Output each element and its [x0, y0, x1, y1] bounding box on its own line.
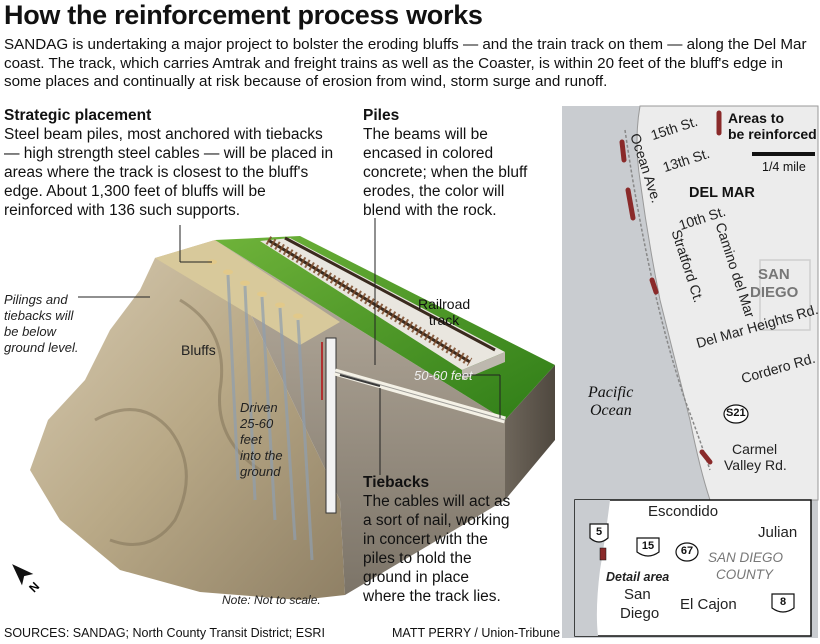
soil-side — [505, 365, 555, 500]
street-carmel: Carmel — [732, 441, 778, 457]
tiebacks-line: a sort of nail, working — [363, 512, 510, 529]
place-del-mar: DEL MAR — [689, 185, 755, 201]
inset-diego: Diego — [620, 605, 660, 622]
buried-piles — [226, 274, 314, 561]
inset-escondido: Escondido — [648, 503, 719, 520]
main-pile — [325, 337, 337, 514]
page-title: How the reinforcement process works — [4, 0, 483, 30]
place-ocean: Ocean — [590, 402, 632, 419]
tiebacks-line: where the track lies. — [363, 588, 501, 605]
inset-san: San — [624, 586, 651, 603]
piles-heading: Piles — [363, 107, 400, 124]
inset-detail-area: Detail area — [606, 570, 670, 584]
map-scale: 1/4 mile — [762, 160, 806, 174]
place-pacific: Pacific — [588, 384, 634, 401]
bluff-face — [30, 240, 345, 600]
piles-line: blend with the rock. — [363, 202, 497, 219]
svg-text:N: N — [26, 579, 42, 595]
inset-julian: Julian — [758, 524, 798, 541]
route-67: 67 — [680, 545, 694, 557]
strategic-line: — high strength steel cables — will be p… — [4, 145, 334, 162]
inset-san-diego: SAN DIEGO — [708, 550, 784, 565]
strategic-line: reinforced with 136 such supports. — [4, 202, 241, 219]
piles-line: erodes, the color will — [363, 183, 505, 200]
piles-line: encased in colored — [363, 145, 494, 162]
street-valley-rd: Valley Rd. — [724, 457, 787, 473]
piles-line: concrete; when the bluff — [363, 164, 528, 181]
place-san: SAN — [758, 266, 790, 283]
tiebacks-line: piles to hold the — [363, 550, 472, 567]
tiebacks-line: in concert with the — [363, 531, 488, 548]
route-s21: S21 — [726, 407, 746, 419]
tiebacks-line: ground in place — [363, 569, 469, 586]
railroad-track-label: Railroad track — [418, 296, 471, 328]
route-15: 15 — [641, 540, 655, 552]
strategic-line: areas where the track is closest to the … — [4, 164, 309, 181]
strategic-line: Steel beam piles, most anchored with tie… — [4, 126, 323, 143]
place-diego: DIEGO — [750, 284, 799, 301]
length-label: 50-60 feet — [414, 368, 473, 383]
strategic-heading: Strategic placement — [4, 107, 152, 124]
rail-right — [284, 236, 496, 352]
tiebacks-line: The cables will act as — [363, 493, 511, 510]
intro-paragraph: SANDAG is undertaking a major project to… — [4, 36, 807, 90]
route-8: 8 — [779, 596, 787, 608]
bluff-top — [155, 240, 340, 345]
inset-el-cajon: El Cajon — [680, 596, 737, 613]
inset-county: COUNTY — [716, 567, 773, 582]
sources: SOURCES: SANDAG; North County Transit Di… — [4, 626, 325, 640]
north-arrow-icon: N — [12, 564, 42, 595]
pilings-label: Pilings and tiebacks will be below groun… — [4, 292, 79, 355]
pile-caps — [207, 259, 303, 319]
route-5: 5 — [595, 526, 603, 538]
piles-block: Piles The beams will be encased in color… — [363, 106, 553, 220]
not-to-scale-note: Note: Not to scale. — [222, 593, 321, 607]
bluffs-label: Bluffs — [181, 342, 216, 358]
tiebacks-heading: Tiebacks — [363, 474, 430, 491]
driven-label: Driven 25-60 feet into the ground — [240, 400, 283, 479]
strategic-line: edge. About 1,300 feet of bluffs will be — [4, 183, 266, 200]
credit: MATT PERRY / Union-Tribune — [392, 626, 561, 640]
tiebacks-block: Tiebacks The cables will act as a sort o… — [363, 473, 563, 606]
piles-line: The beams will be — [363, 126, 488, 143]
strategic-placement-block: Strategic placement Steel beam piles, mo… — [4, 106, 354, 220]
